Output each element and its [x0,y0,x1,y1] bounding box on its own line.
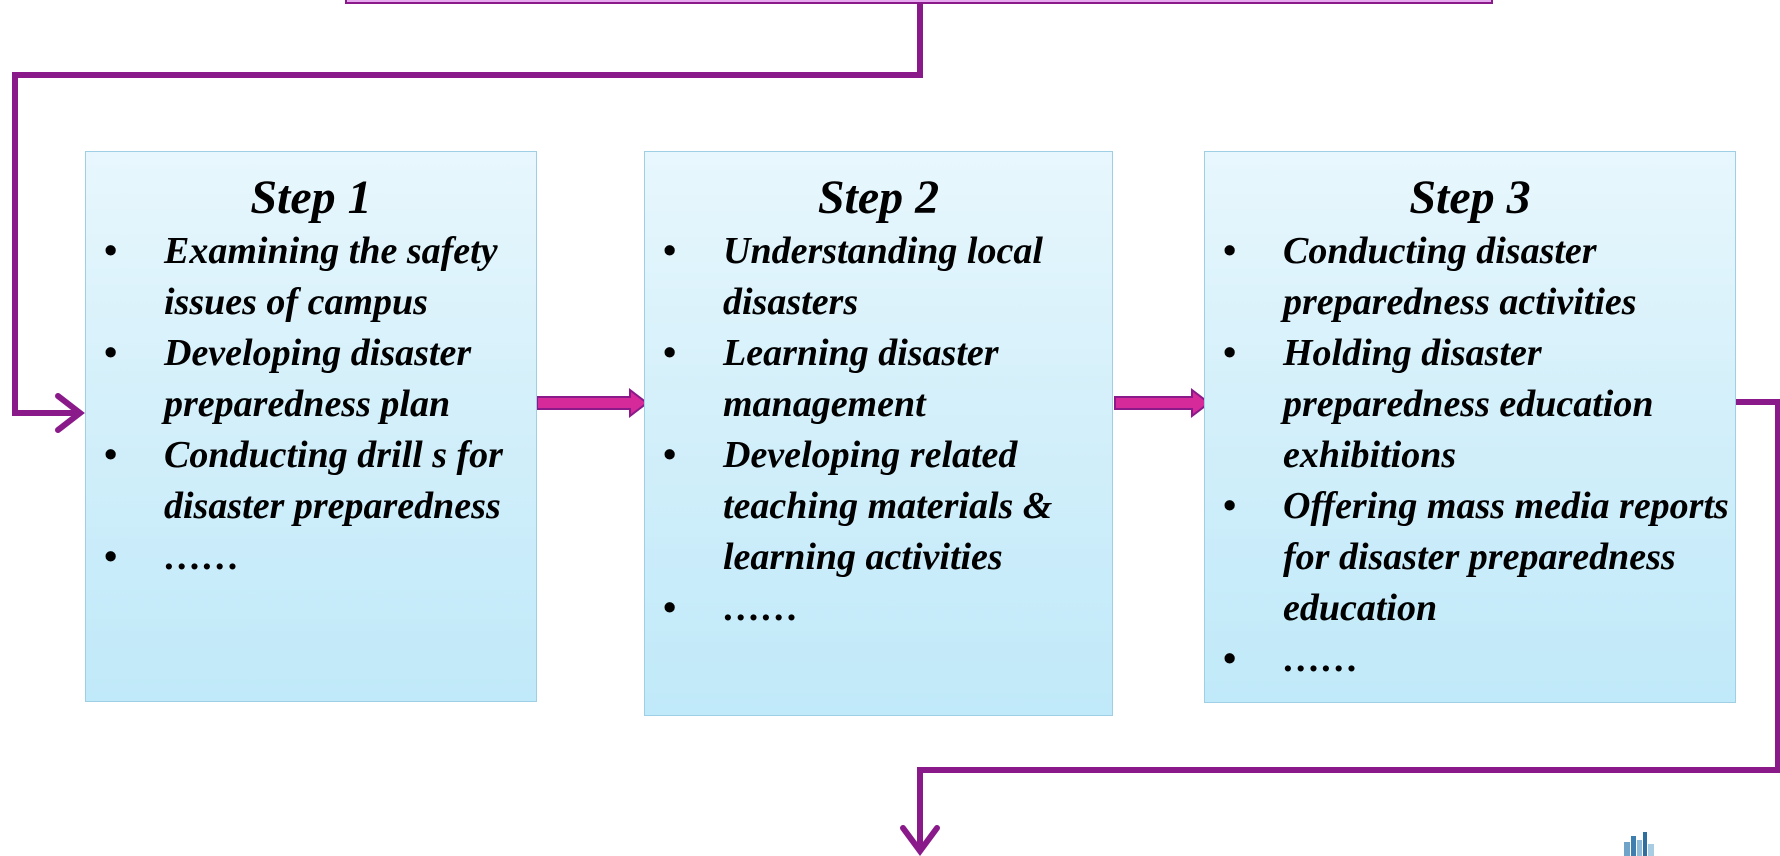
step-2-title: Step 2 [817,171,940,224]
step-1-title: Step 1 [250,171,372,224]
arrow-step1-to-step2 [536,387,649,419]
step-2-bullet: Developing related teaching materials & … [645,430,1112,583]
step-2-bullets: Understanding local disasters Learning d… [645,226,1112,634]
step-1-bullet: Developing disaster preparedness plan [86,328,536,430]
step-3-bullet: Conducting disaster preparedness activit… [1205,226,1735,328]
step-2-box: Step 2 Understanding local disasters Lea… [644,151,1113,716]
top-process-box [345,0,1493,4]
step-3-bullet: Holding disaster preparedness education … [1205,328,1735,481]
step-3-box: Step 3 Conducting disaster preparedness … [1204,151,1736,703]
connector-step3-to-next [917,399,1780,846]
step-3-bullets: Conducting disaster preparedness activit… [1205,226,1735,685]
step-1-bullet: Conducting drill s for disaster prepared… [86,430,536,532]
step-2-bullet: Understanding local disasters [645,226,1112,328]
step-3-title: Step 3 [1409,171,1531,224]
step-1-bullet: Examining the safety issues of campus [86,226,536,328]
step-2-bullet: …… [645,583,1112,634]
step-3-bullet: Offering mass media reports for disaster… [1205,481,1735,634]
connector-top-to-step1 [12,0,923,416]
step-2-bullet: Learning disaster management [645,328,1112,430]
city-logo-icon [1624,832,1654,856]
step-3-bullet: …… [1205,634,1735,685]
connector-top-to-step1-arrowhead [55,393,85,433]
arrow-step2-to-step3 [1114,387,1211,419]
connector-step3-to-next-arrowhead [900,825,940,856]
step-1-bullets: Examining the safety issues of campus De… [86,226,536,583]
step-1-bullet: …… [86,532,536,583]
step-1-box: Step 1 Examining the safety issues of ca… [85,151,537,702]
